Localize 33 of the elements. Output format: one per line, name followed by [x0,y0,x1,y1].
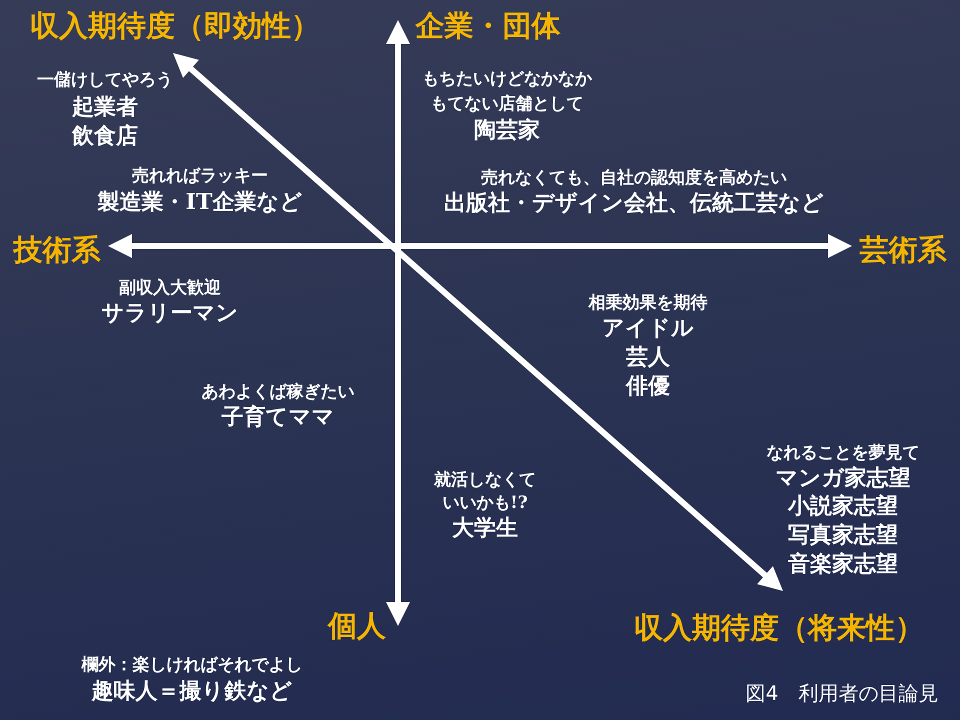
comment-text: 一儲けしてやろう [37,70,173,90]
item-label: マンガ家志望 [776,464,910,492]
item-label: 趣味人＝撮り鉄など [92,678,292,704]
comment-text: 相乗効果を期待 [588,292,708,314]
item-label: アイドル [602,314,694,342]
item-label: 大学生 [452,514,518,542]
item-label: 子育てママ [222,404,334,430]
item-label: 俳優 [626,372,670,400]
axis-label: 収入期待度（即効性） [30,8,320,44]
comment-text: 副収入大歓迎 [119,278,221,298]
item-label: サラリーマン [102,300,238,326]
axis-label: 企業・団体 [416,8,560,44]
comment-text: 売れればラッキー [132,166,268,186]
item-label: 音楽家志望 [788,550,898,578]
item-label: 出版社・デザイン会社、伝統工芸など [444,190,824,216]
axis-label: 収入期待度（将来性） [634,610,924,646]
caption: 図4 利用者の目論見 [746,681,938,705]
item-label: 芸人 [626,344,670,370]
item-label: 写真家志望 [788,522,898,548]
item-label: 小説家志望 [788,492,898,520]
comment-text: もちたいけどなかなかもてない店舗として [421,68,593,116]
axis-label: 個人 [328,608,386,644]
item-label: 飲食店 [72,122,138,150]
axis-label: 芸術系 [860,232,946,268]
comment-text: 欄外：楽しければそれでよし [82,654,302,676]
axis-label: 技術系 [14,232,100,268]
comment-text: 就活しなくていいかも!? [432,469,537,515]
comment-text: 売れなくても、自社の認知度を高めたい [481,168,787,188]
comment-text: あわよくば稼ぎたい [202,382,354,402]
item-label: 陶芸家 [474,116,540,144]
item-label: 製造業・IT企業など [98,188,302,216]
comment-text: なれることを夢見て [766,442,920,464]
item-label: 起業者 [72,94,138,120]
